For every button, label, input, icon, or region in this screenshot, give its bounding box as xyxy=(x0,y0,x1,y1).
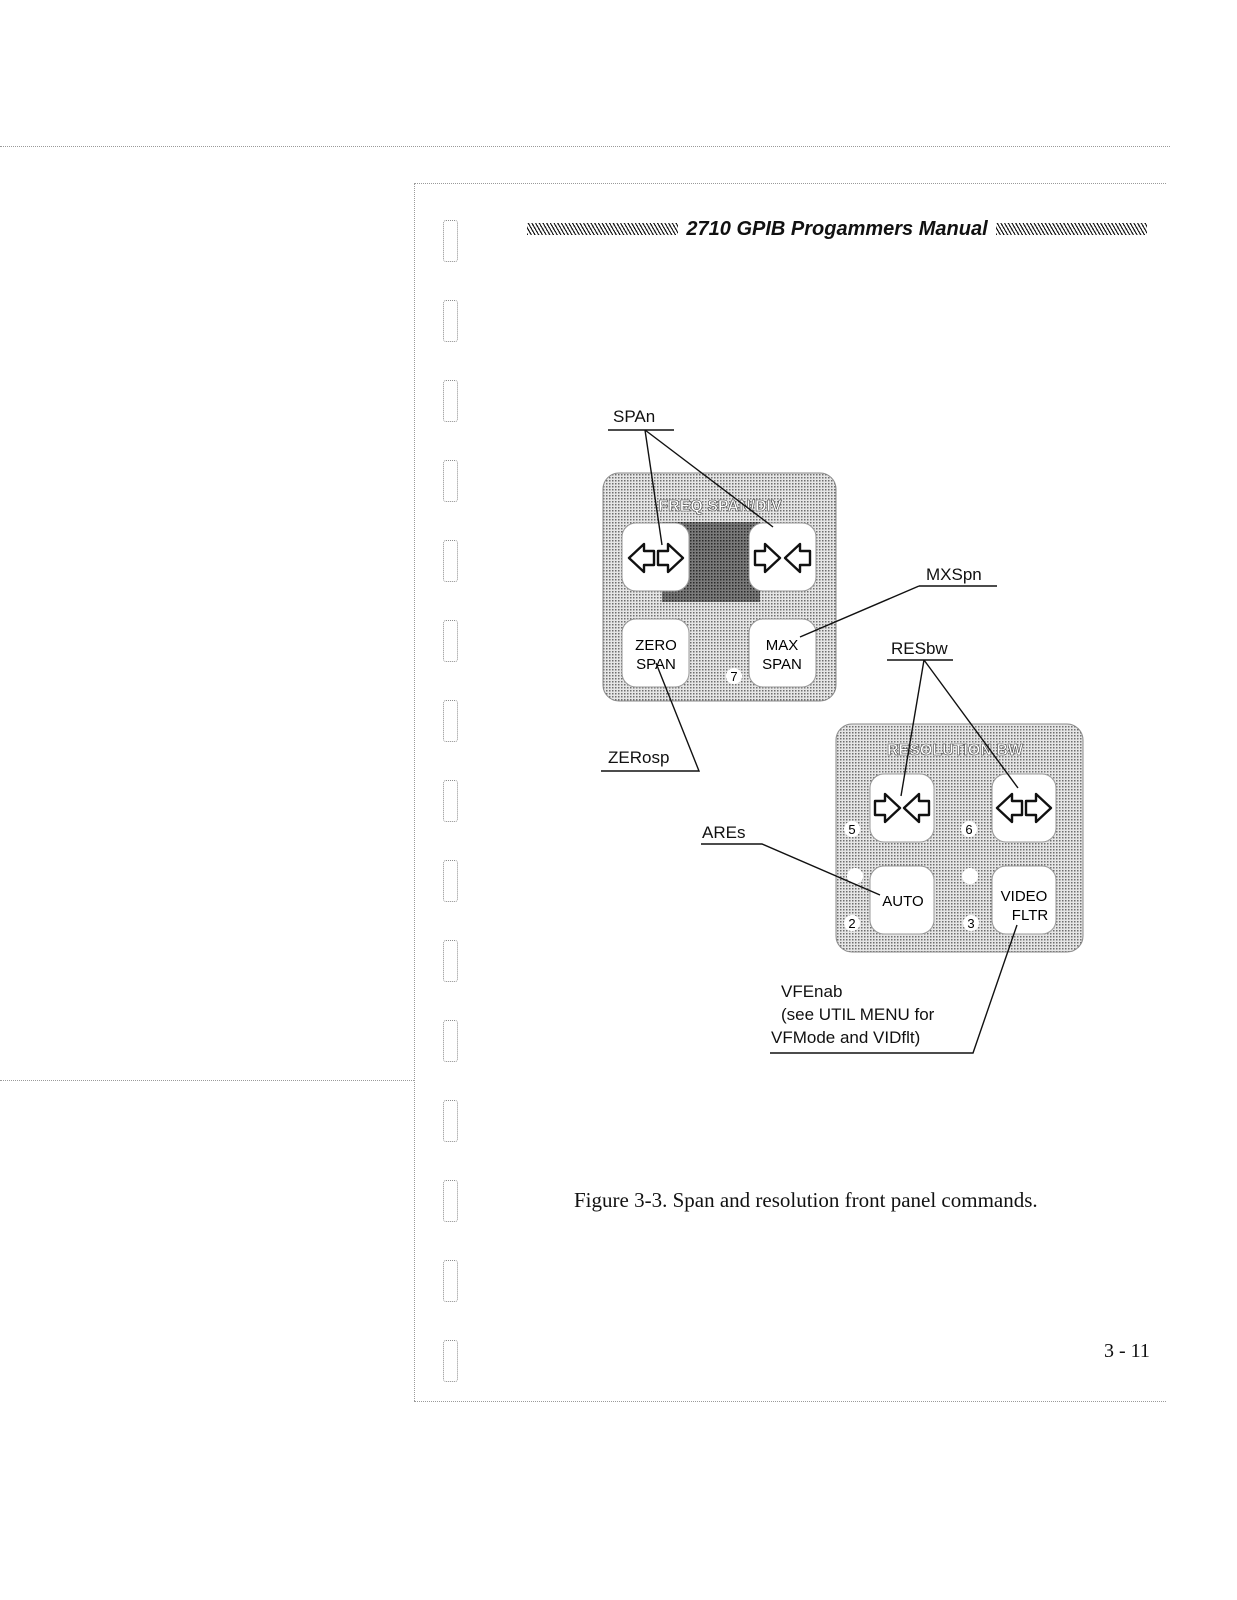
callouts xyxy=(601,429,1019,1054)
auto-label: AUTO xyxy=(882,893,923,910)
arrow-right-icon xyxy=(873,792,902,824)
arrow-left-icon xyxy=(902,792,931,824)
ares-callout: AREs xyxy=(702,823,745,842)
punch-hole xyxy=(443,1100,458,1142)
arrow-left-icon xyxy=(627,542,656,574)
span-leader xyxy=(644,429,663,546)
running-header: 2710 GPIB Progammers Manual xyxy=(527,216,1148,242)
resbw-leader xyxy=(900,659,925,797)
resbw-callout: RESbw xyxy=(891,639,948,658)
video-filter-label-line1: VIDEO xyxy=(1001,888,1048,905)
resolution-bw-title: RESOLUTION BW xyxy=(887,742,1024,759)
arrow-left-icon xyxy=(783,542,812,574)
punch-hole xyxy=(443,220,458,262)
arrow-right-icon xyxy=(656,542,685,574)
mxspn-callout: MXSpn xyxy=(926,565,982,584)
punch-hole xyxy=(443,1340,458,1382)
video-filter-label-line2: FLTR xyxy=(1012,907,1049,924)
punch-hole xyxy=(443,860,458,902)
max-span-label-line2: SPAN xyxy=(762,656,802,673)
rbw-increase-number: 6 xyxy=(965,822,972,837)
auto-rbw-button[interactable]: AUTO xyxy=(869,865,935,935)
punch-hole xyxy=(443,1180,458,1222)
resolution-bw-panel: RESOLUTION BW AUTO VIDEO FLTR 5 xyxy=(835,723,1084,953)
punch-hole xyxy=(443,1260,458,1302)
top-rule xyxy=(0,146,1170,147)
auto-led xyxy=(847,868,863,884)
freq-span-panel: FREQ SPAN/DIV ZERO SPAN MAX SPAN 7 xyxy=(602,472,837,702)
freq-span-title: FREQ SPAN/DIV xyxy=(658,498,782,515)
left-rule xyxy=(0,1080,414,1081)
zerosp-callout: ZERosp xyxy=(608,748,669,767)
span-increase-button[interactable] xyxy=(621,522,690,592)
video-filter-button[interactable]: VIDEO FLTR xyxy=(991,865,1057,935)
punch-hole xyxy=(443,380,458,422)
mxspn-leader xyxy=(799,585,920,638)
frame-bottom xyxy=(414,1401,1166,1402)
page-number: 3 - 11 xyxy=(1104,1340,1150,1362)
zerosp-leader xyxy=(601,662,701,772)
video-led xyxy=(962,868,978,884)
frame-left xyxy=(414,183,415,1401)
rbw-decrease-button[interactable] xyxy=(869,773,935,843)
vfenab-leader xyxy=(770,924,1018,1054)
zero-span-label-line1: ZERO xyxy=(635,637,677,654)
punch-hole xyxy=(443,1020,458,1062)
punch-hole xyxy=(443,540,458,582)
frame-top xyxy=(414,183,1166,184)
arrow-right-icon xyxy=(753,542,782,574)
header-hatch-right xyxy=(995,223,1148,235)
auto-number: 2 xyxy=(848,916,855,931)
header-hatch-left xyxy=(527,223,679,235)
figure-caption: Figure 3-3. Span and resolution front pa… xyxy=(574,1188,1038,1212)
span-decrease-button[interactable] xyxy=(748,522,817,592)
max-span-label-line1: MAX xyxy=(766,637,799,654)
number-badge xyxy=(844,915,860,931)
header-title: 2710 GPIB Progammers Manual xyxy=(686,217,988,240)
number-badge xyxy=(844,821,860,837)
max-span-button[interactable]: MAX SPAN xyxy=(748,618,817,688)
ares-leader xyxy=(701,843,881,896)
indicator-number: 7 xyxy=(730,669,737,684)
callout-texts: SPAn MXSpn RESbw ZERosp AREs VFEnab (see… xyxy=(608,407,982,1047)
indicator-led xyxy=(726,668,742,684)
punch-hole xyxy=(443,700,458,742)
punch-hole xyxy=(443,940,458,982)
rbw-decrease-number: 5 xyxy=(848,822,855,837)
vfenab-callout-line3: VFMode and VIDflt) xyxy=(771,1028,920,1047)
video-number: 3 xyxy=(967,916,974,931)
zero-span-button[interactable]: ZERO SPAN xyxy=(621,618,690,688)
number-badge xyxy=(961,821,977,837)
resbw-leader xyxy=(923,659,1019,789)
punch-hole xyxy=(443,780,458,822)
arrow-right-icon xyxy=(1024,792,1053,824)
number-badge xyxy=(963,915,979,931)
arrow-left-icon xyxy=(995,792,1024,824)
punch-hole xyxy=(443,620,458,662)
vfenab-callout-line1: VFEnab xyxy=(781,982,842,1001)
punch-hole xyxy=(443,300,458,342)
rbw-increase-button[interactable] xyxy=(991,773,1057,843)
span-callout: SPAn xyxy=(613,407,655,426)
span-leader xyxy=(644,429,774,528)
punch-hole xyxy=(443,460,458,502)
vfenab-callout-line2: (see UTIL MENU for xyxy=(781,1005,935,1024)
